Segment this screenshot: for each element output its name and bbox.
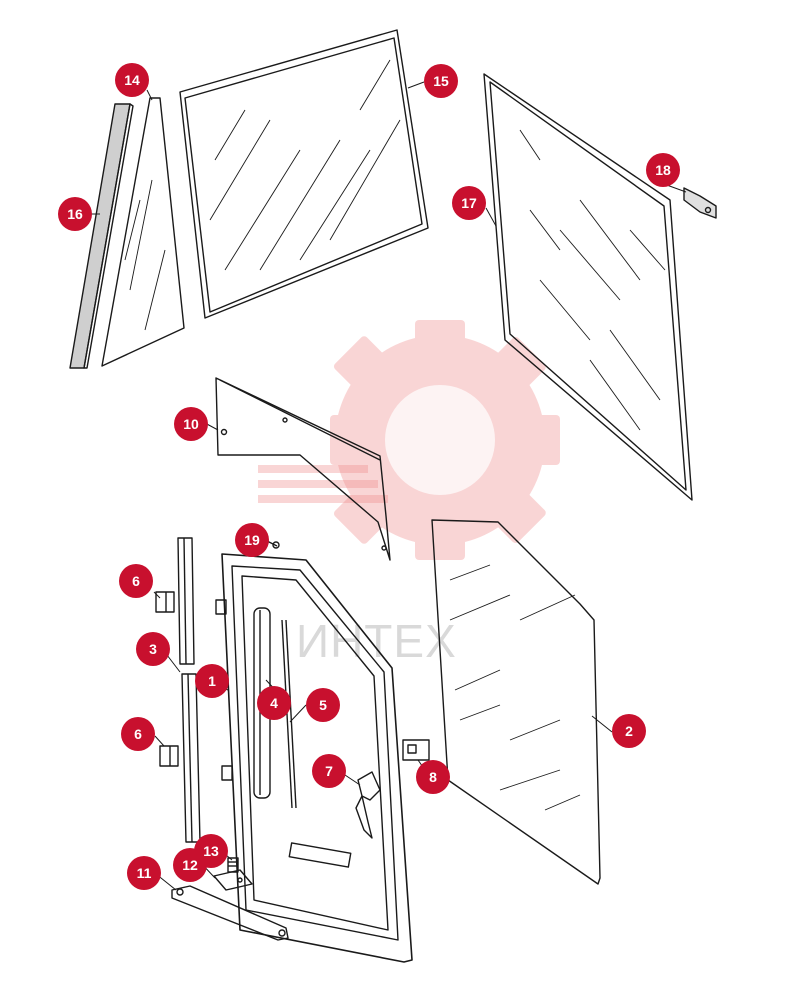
callout-4[interactable]: 4 — [257, 686, 291, 720]
callout-6-lower[interactable]: 6 — [121, 717, 155, 751]
callout-10[interactable]: 10 — [174, 407, 208, 441]
hinge-plate-part — [402, 739, 430, 761]
door-frame-part — [215, 553, 413, 963]
upper-panel-part — [215, 377, 391, 561]
callout-2[interactable]: 2 — [612, 714, 646, 748]
callout-6-upper[interactable]: 6 — [119, 564, 153, 598]
door-glass-part — [431, 519, 601, 885]
callout-17[interactable]: 17 — [452, 186, 486, 220]
seal-strip-part — [69, 103, 134, 369]
latch-plate-part — [213, 869, 253, 891]
callout-13[interactable]: 13 — [194, 834, 228, 868]
callout-11[interactable]: 11 — [127, 856, 161, 890]
linkage-rod-part — [171, 885, 289, 941]
callout-16[interactable]: 16 — [58, 197, 92, 231]
rear-glass-part — [179, 29, 429, 319]
leader-lines — [88, 81, 687, 891]
door-handle-part — [355, 771, 381, 839]
callout-15[interactable]: 15 — [424, 64, 458, 98]
bracket-part — [683, 187, 717, 219]
callout-7[interactable]: 7 — [312, 754, 346, 788]
side-glass-part — [483, 73, 693, 501]
callout-5[interactable]: 5 — [306, 688, 340, 722]
callout-1[interactable]: 1 — [195, 664, 229, 698]
triangle-glass-part — [101, 97, 185, 367]
watermark-text: ИНТЕХ — [296, 615, 457, 667]
hinge-parts — [155, 591, 179, 767]
callout-14[interactable]: 14 — [115, 63, 149, 97]
callout-3[interactable]: 3 — [136, 632, 170, 666]
callout-8[interactable]: 8 — [416, 760, 450, 794]
callout-19[interactable]: 19 — [235, 523, 269, 557]
callout-18[interactable]: 18 — [646, 153, 680, 187]
